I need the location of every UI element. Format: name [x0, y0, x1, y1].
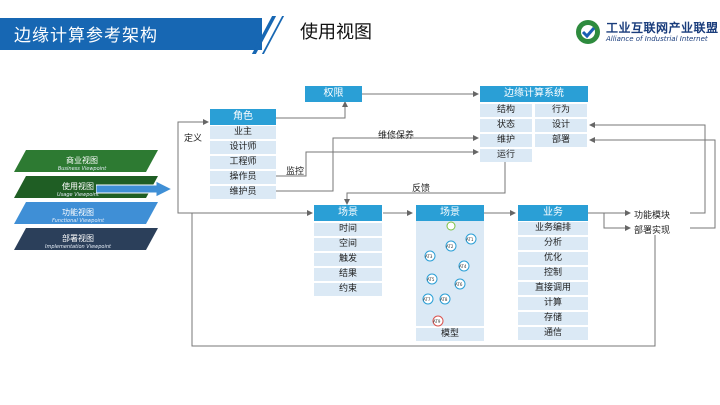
- tree-node-label: AT3: [425, 254, 433, 259]
- role-header: 角色: [210, 109, 276, 125]
- tree-node-label: AT5: [427, 277, 435, 282]
- edge-system-item: 维护: [480, 134, 532, 147]
- layer-usage-en: Usage Viewpoint: [57, 192, 99, 198]
- tree-nodes: [422, 233, 477, 305]
- scene-item: 空间: [314, 238, 382, 251]
- label-define: 定义: [184, 134, 203, 144]
- layer-implementation-label: 部署视图: [62, 234, 94, 243]
- scene-item: 结果: [314, 268, 382, 281]
- role-item: 维护员: [210, 186, 276, 199]
- logo-text-en: Alliance of Industrial Internet: [606, 35, 708, 43]
- section-title: 使用视图: [300, 22, 372, 43]
- business-item: 控制: [518, 267, 588, 280]
- edge-system-item: 设计: [535, 119, 587, 132]
- tree-root-node: [446, 221, 456, 231]
- output-function-module: 功能模块: [634, 211, 671, 221]
- business-item: 直接调用: [518, 282, 588, 295]
- business-item: 优化: [518, 252, 588, 265]
- scene-model-header: 场景: [416, 205, 484, 221]
- scene-item: 触发: [314, 253, 382, 266]
- layer-implementation-en: Implementation Viewpoint: [44, 244, 112, 250]
- label-maintain: 维修保养: [378, 131, 415, 141]
- edge-system-item: 运行: [480, 149, 532, 162]
- business-item: 通信: [518, 327, 588, 340]
- layer-functional-label: 功能视图: [62, 208, 94, 217]
- label-monitor: 监控: [286, 167, 305, 177]
- permission-header: 权限: [305, 86, 362, 102]
- tree-node-label: AT1: [466, 237, 474, 242]
- tree-node-label: AT2: [446, 244, 454, 249]
- output-deployment: 部署实现: [634, 226, 671, 236]
- edge-system-item: 结构: [480, 104, 532, 117]
- tree-node-label: AT9: [433, 319, 441, 324]
- business-header: 业务: [518, 205, 588, 221]
- scene-item: 时间: [314, 223, 382, 236]
- layer-functional-en: Functional Viewpoint: [51, 218, 105, 224]
- business-item: 计算: [518, 297, 588, 310]
- edge-system-header: 边缘计算系统: [480, 86, 588, 102]
- tree-node-label: AT4: [459, 264, 467, 269]
- edge-system-item: 部署: [535, 134, 587, 147]
- role-item: 操作员: [210, 171, 276, 184]
- model-label: 模型: [416, 328, 484, 341]
- role-item: 设计师: [210, 141, 276, 154]
- label-feedback: 反馈: [412, 184, 431, 194]
- scene-header: 场景: [314, 205, 382, 221]
- title-bar: [0, 18, 262, 50]
- layer-business-label: 商业视图: [66, 156, 98, 165]
- role-item: 业主: [210, 126, 276, 139]
- layer-business-en: Business Viewpoint: [57, 166, 107, 172]
- business-item: 业务编排: [518, 222, 588, 235]
- page-title: 边缘计算参考架构: [14, 26, 158, 46]
- business-item: 分析: [518, 237, 588, 250]
- edge-system-item: 状态: [480, 119, 532, 132]
- business-item: 存储: [518, 312, 588, 325]
- edge-system-item: 行为: [535, 104, 587, 117]
- role-item: 工程师: [210, 156, 276, 169]
- scene-item: 约束: [314, 283, 382, 296]
- logo-text-cn: 工业互联网产业联盟: [606, 21, 719, 35]
- tree-node-label: AT8: [440, 297, 448, 302]
- tree-node-label: AT6: [455, 282, 463, 287]
- usage-arrow-icon: [96, 181, 174, 197]
- gear-logo-icon: [576, 20, 600, 44]
- tree-node-label: AT7: [423, 297, 431, 302]
- layer-usage-label: 使用视图: [62, 182, 94, 191]
